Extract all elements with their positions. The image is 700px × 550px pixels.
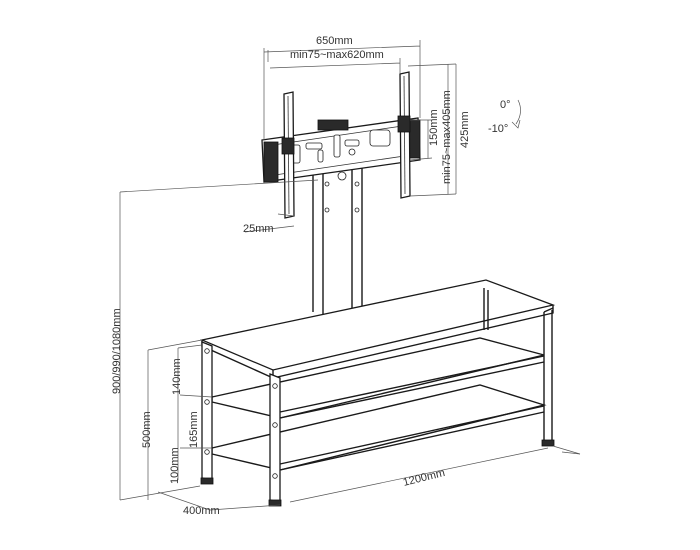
shelf-height-label: 500mm bbox=[141, 411, 153, 448]
shelf-top-gap-label: 140mm bbox=[171, 358, 183, 395]
depth-label: 400mm bbox=[183, 505, 220, 517]
overall-width-label: 650mm bbox=[316, 35, 353, 47]
vesa-width-label: min75~max620mm bbox=[290, 49, 384, 61]
shelf-mid-gap-label: 165mm bbox=[188, 411, 200, 448]
tv-bracket bbox=[261, 71, 421, 219]
tilt-down-label: -10° bbox=[488, 123, 508, 135]
bracket-height-label: 150mm bbox=[428, 109, 440, 146]
leg-height-label: 100mm bbox=[169, 447, 181, 484]
tv-pole bbox=[312, 165, 363, 314]
bracket-total-label: 425mm bbox=[459, 111, 471, 148]
bracket-offset-label: 25mm bbox=[243, 223, 274, 235]
stand-dimension-lines bbox=[119, 179, 581, 511]
total-height-label: 900/990/1080mm bbox=[111, 308, 123, 394]
tv-stand-frame bbox=[199, 279, 556, 507]
tilt-up-label: 0° bbox=[500, 99, 511, 111]
vesa-height-label: min75~max405mm bbox=[441, 90, 453, 184]
bracket-dimension-lines bbox=[244, 40, 521, 233]
length-label: 1200mm bbox=[402, 467, 446, 489]
